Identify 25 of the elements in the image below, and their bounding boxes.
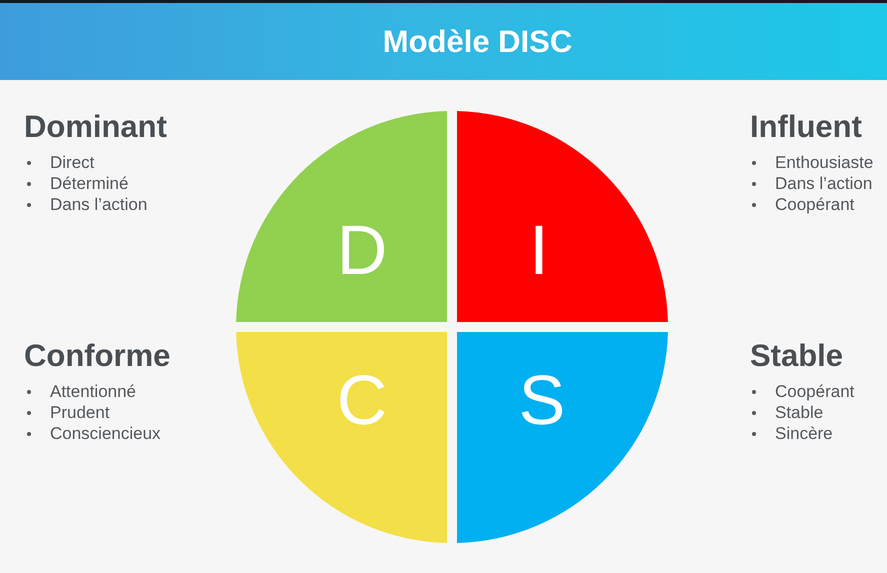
bullet-item: Enthousiaste xyxy=(750,152,874,173)
bullet-item: Dans l’action xyxy=(750,173,872,194)
pie-quadrant xyxy=(236,111,447,322)
bullet-item: Consciencieux xyxy=(24,423,161,444)
quadrant-letter: S xyxy=(518,365,566,435)
bullet-item: Stable xyxy=(750,402,824,423)
bullet-item: Dans l’action xyxy=(24,194,148,215)
pie-quadrant xyxy=(457,111,668,322)
bullet-item: Sincère xyxy=(750,423,833,444)
trait-heading: Influent xyxy=(750,108,862,145)
bullet-item: Attentionné xyxy=(24,381,136,402)
bullet-item: Direct xyxy=(24,152,94,173)
quadrant-letter: I xyxy=(529,215,549,285)
quadrant-letter: C xyxy=(336,365,388,435)
bullet-item: Coopérant xyxy=(750,194,854,215)
bullet-item: Prudent xyxy=(24,402,110,423)
pie-quadrant xyxy=(236,332,447,543)
quadrant-letter: D xyxy=(336,215,388,285)
trait-heading: Dominant xyxy=(24,108,167,145)
bullet-item: Coopérant xyxy=(750,381,854,402)
trait-heading: Stable xyxy=(750,337,844,374)
diagram-title: Modèle DISC xyxy=(382,22,572,60)
bullet-item: Déterminé xyxy=(24,173,128,194)
trait-heading: Conforme xyxy=(24,337,170,374)
pie-quadrant xyxy=(457,332,668,543)
